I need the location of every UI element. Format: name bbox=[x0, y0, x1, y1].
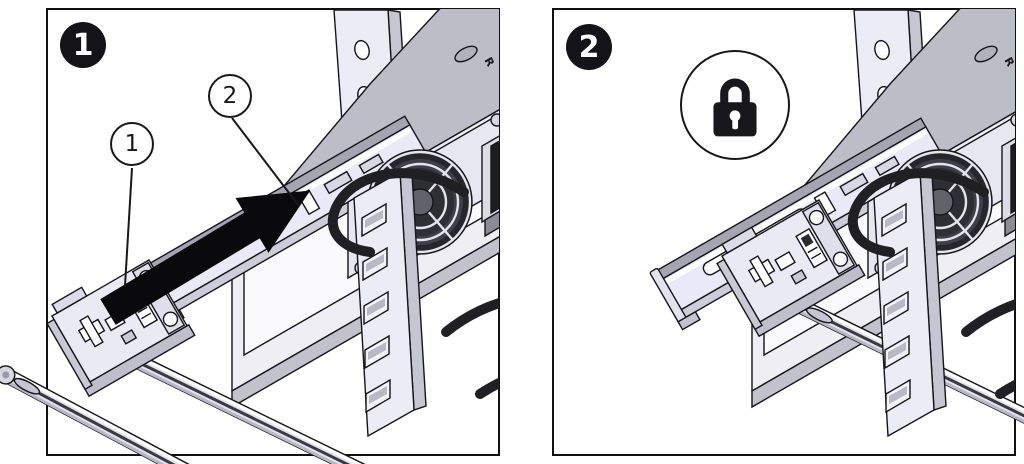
step-panel-2: 2 bbox=[552, 8, 1024, 456]
cma-rail-outer bbox=[0, 365, 273, 464]
lock-icon bbox=[680, 50, 790, 160]
padlock-glyph bbox=[713, 78, 757, 137]
step-panel-1: 1 1 2 bbox=[0, 8, 500, 464]
step-badge-2: 2 bbox=[566, 24, 612, 70]
callout-1-leader bbox=[124, 167, 133, 287]
insert-direction-arrow-icon bbox=[100, 190, 311, 325]
callout-2: 2 bbox=[208, 74, 252, 118]
step-badge-1: 1 bbox=[60, 22, 106, 68]
callout-1: 1 bbox=[110, 122, 154, 166]
callout-2-leader bbox=[231, 117, 300, 207]
